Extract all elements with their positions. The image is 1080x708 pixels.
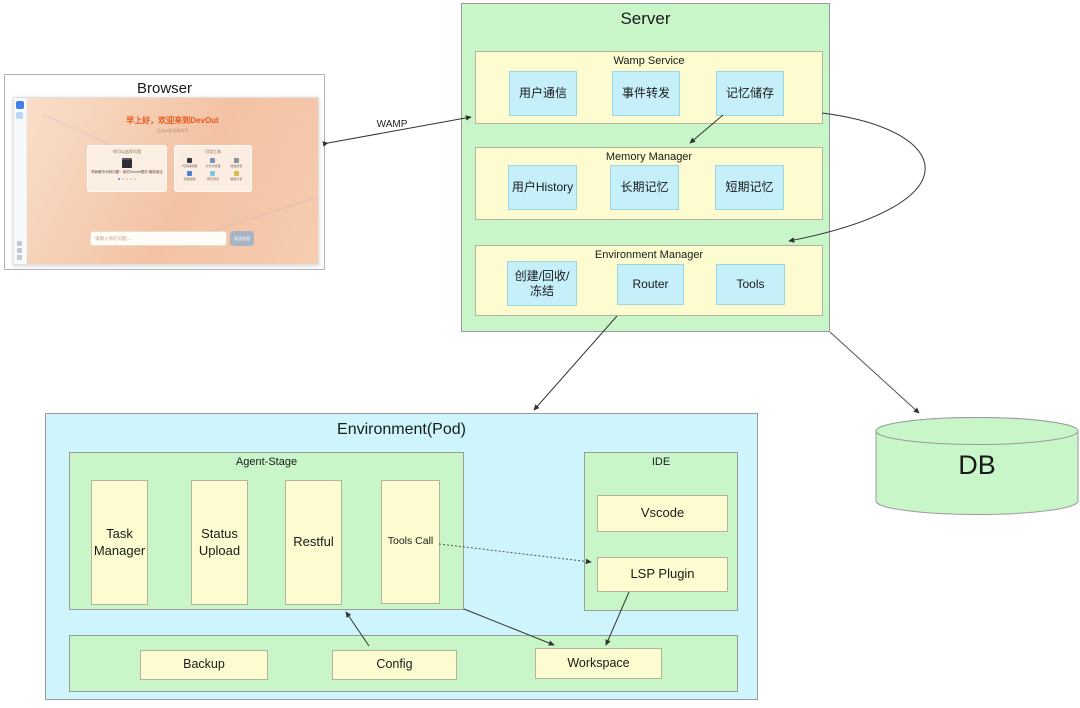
db-label: DB xyxy=(958,449,996,480)
environment-pod-node: Environment(Pod) Agent-Stage Task Manage… xyxy=(45,413,758,700)
browser-node-title: Browser xyxy=(136,80,192,97)
task-manager-box: Task Manager xyxy=(91,480,148,605)
wamp-arrow-label: WAMP xyxy=(377,119,408,130)
user-comm-box: 用户通信 xyxy=(509,71,577,116)
agent-stage-section: Agent-Stage Task Manager Status Upload R… xyxy=(69,452,464,610)
event-forward-box: 事件转发 xyxy=(612,71,680,116)
question-input: 请输入你的问题.... xyxy=(90,231,227,246)
tool-item: 网页浏览 xyxy=(201,171,224,181)
browser-screenshot-content: 早上好，欢迎来到DevOut 迈向AI研发新时代 你可以这样问我 帮我解决代码问… xyxy=(27,98,318,264)
laptop-icon xyxy=(122,158,132,168)
greeting-subtitle: 迈向AI研发新时代 xyxy=(156,128,189,133)
config-box: Config xyxy=(332,650,457,680)
chat-icon xyxy=(16,112,23,119)
suggestion-card: 你可以这样问我 帮我解决代码问题：我的Sonnet提供 最新用法 xyxy=(87,145,167,192)
suggestion-card-text: 帮我解决代码问题：我的Sonnet提供 最新用法 xyxy=(91,170,163,174)
question-input-placeholder: 请输入你的问题.... xyxy=(95,235,132,241)
router-box: Router xyxy=(617,264,684,305)
tool-item: 网络搜索 xyxy=(225,158,248,168)
status-upload-box: Status Upload xyxy=(191,480,248,605)
arrow-server-to-db xyxy=(829,331,920,414)
environment-manager-section: Environment Manager 创建/回收/冻结 Router Tool… xyxy=(475,245,823,316)
arrow-browser-server-wamp xyxy=(322,115,472,147)
user-history-box: 用户History xyxy=(508,165,577,210)
memory-store-box: 记忆储存 xyxy=(716,71,784,116)
sidebar-footer-icons xyxy=(17,241,22,260)
tools-card: 可用工具 代码编辑器 文件浏览器 网络搜索 终端控制 网页浏览 数据分析 xyxy=(174,145,252,192)
server-node: Server Wamp Service 用户通信 事件转发 记忆储存 Memor… xyxy=(461,3,830,332)
memory-manager-section: Memory Manager 用户History 长期记忆 短期记忆 xyxy=(475,147,823,220)
browser-screenshot: 早上好，欢迎来到DevOut 迈向AI研发新时代 你可以这样问我 帮我解决代码问… xyxy=(13,97,319,265)
tools-call-box: Tools Call xyxy=(381,480,440,604)
tool-item: 文件浏览器 xyxy=(201,158,224,168)
wamp-service-title: Wamp Service xyxy=(613,55,685,67)
ide-title: IDE xyxy=(651,456,671,468)
workspace-box: Workspace xyxy=(535,648,662,679)
code-editor-icon xyxy=(187,158,193,163)
tools-grid: 代码编辑器 文件浏览器 网络搜索 终端控制 网页浏览 数据分析 xyxy=(175,158,251,181)
environment-manager-title: Environment Manager xyxy=(594,249,704,261)
terminal-icon xyxy=(187,171,193,176)
lifecycle-box: 创建/回收/冻结 xyxy=(507,261,577,306)
chart-icon xyxy=(233,171,239,176)
browser-tool-icon xyxy=(210,171,216,176)
tool-item: 数据分析 xyxy=(225,171,248,181)
suggestion-card-title: 你可以这样问我 xyxy=(113,149,141,154)
environment-pod-title: Environment(Pod) xyxy=(337,421,466,438)
backup-box: Backup xyxy=(140,650,268,680)
restful-box: Restful xyxy=(285,480,342,605)
greeting-text: 早上好，欢迎来到DevOut xyxy=(126,116,219,125)
send-button: 发送消息 xyxy=(230,231,254,246)
tools-card-title: 可用工具 xyxy=(205,149,221,154)
pod-base-bar: Backup Config Workspace xyxy=(69,635,738,692)
web-search-icon xyxy=(233,158,239,163)
short-memory-box: 短期记忆 xyxy=(715,165,784,210)
tool-item: 终端控制 xyxy=(178,171,201,181)
agent-stage-title: Agent-Stage xyxy=(235,456,298,468)
carousel-dots xyxy=(88,178,166,180)
browser-node: Browser 早上好，欢迎来到DevOut 迈向AI研发新时代 你可以这样问我… xyxy=(4,74,325,270)
memory-manager-title: Memory Manager xyxy=(605,151,693,163)
file-browser-icon xyxy=(210,158,216,163)
long-memory-box: 长期记忆 xyxy=(610,165,679,210)
wamp-service-section: Wamp Service 用户通信 事件转发 记忆储存 xyxy=(475,51,823,124)
ide-section: IDE Vscode LSP Plugin xyxy=(584,452,738,611)
server-node-title: Server xyxy=(620,9,671,28)
tool-item: 代码编辑器 xyxy=(178,158,201,168)
app-logo-icon xyxy=(16,101,24,109)
tools-box: Tools xyxy=(716,264,785,305)
vscode-box: Vscode xyxy=(597,495,728,532)
lsp-plugin-box: LSP Plugin xyxy=(597,557,728,592)
browser-screenshot-sidebar xyxy=(14,98,27,264)
